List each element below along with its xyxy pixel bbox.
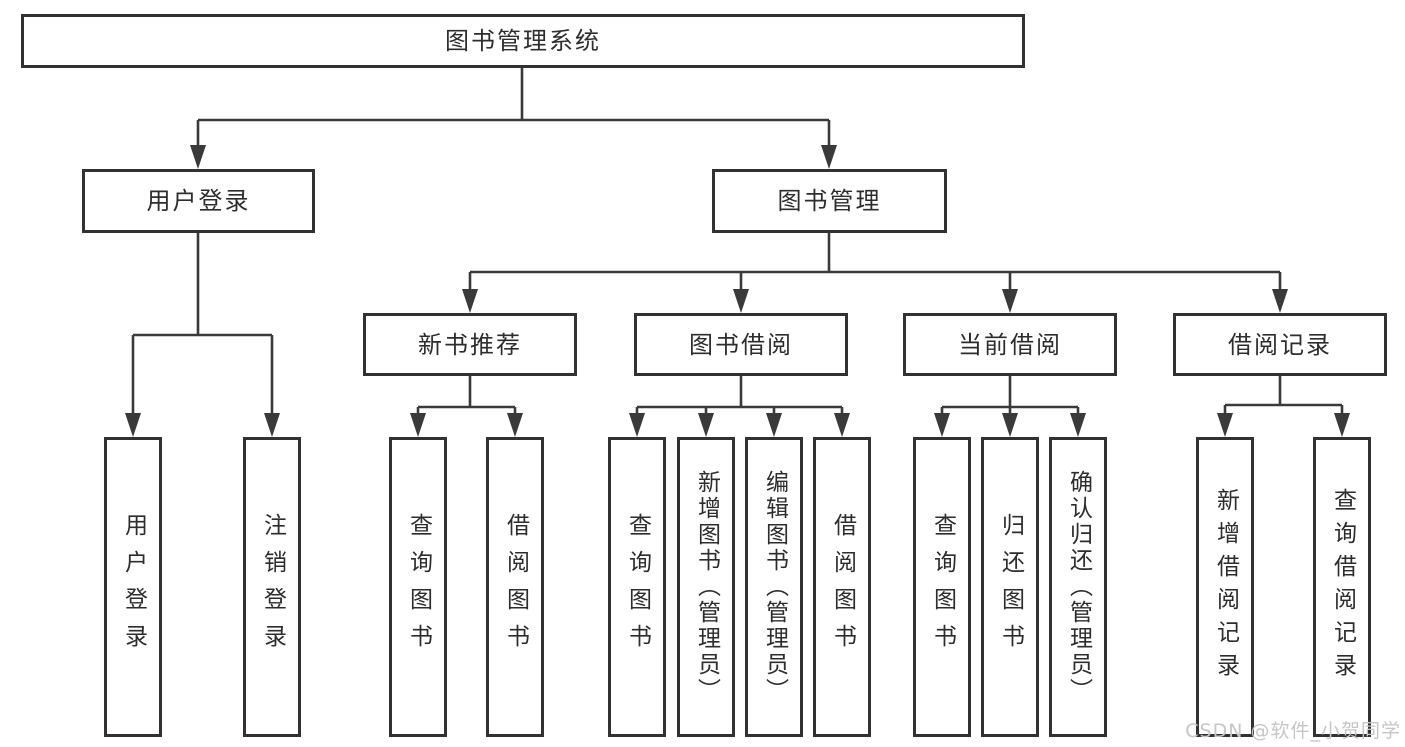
leaf-confirm-return-admin: 确认归还（管理员） xyxy=(1049,437,1107,737)
node-label: 当前借阅 xyxy=(958,330,1062,359)
leaf-label: 注销登录 xyxy=(259,513,286,661)
leaf-label: 查询图书 xyxy=(624,513,651,661)
node-library-management-system: 图书管理系统 xyxy=(21,14,1025,68)
node-label: 图书管理系统 xyxy=(445,27,601,55)
node-label: 新书推荐 xyxy=(418,330,522,359)
leaf-add-borrow-record: 新增借阅记录 xyxy=(1196,437,1254,737)
leaf-label: 借阅图书 xyxy=(502,513,529,661)
arrowheads xyxy=(125,145,1350,437)
leaf-edit-books-admin: 编辑图书（管理员） xyxy=(745,437,803,737)
node-book-management: 图书管理 xyxy=(712,169,947,233)
leaf-label: 借阅图书 xyxy=(829,513,856,661)
leaf-label: 新增借阅记录 xyxy=(1212,488,1239,686)
leaf-label: 新增图书（管理员） xyxy=(693,470,720,704)
leaf-label: 查询图书 xyxy=(405,513,432,661)
csdn-watermark: CSDN @软件_小贺同学 xyxy=(1185,720,1401,742)
node-label: 用户登录 xyxy=(146,187,251,215)
node-label: 借阅记录 xyxy=(1228,330,1332,359)
leaf-user-login: 用户登录 xyxy=(104,437,162,737)
leaf-label: 归还图书 xyxy=(997,513,1024,661)
leaf-query-borrow-record: 查询借阅记录 xyxy=(1313,437,1371,737)
leaf-add-books-admin: 新增图书（管理员） xyxy=(677,437,735,737)
leaf-label: 查询借阅记录 xyxy=(1329,488,1356,686)
node-book-borrowing: 图书借阅 xyxy=(634,313,848,376)
leaf-label: 确认归还（管理员） xyxy=(1065,470,1092,704)
node-label: 图书借阅 xyxy=(689,330,793,359)
leaf-label: 编辑图书（管理员） xyxy=(761,470,788,704)
leaf-borrow-books: 借阅图书 xyxy=(813,437,871,737)
leaf-logout: 注销登录 xyxy=(243,437,301,737)
node-label: 图书管理 xyxy=(777,187,882,215)
node-borrowing-records: 借阅记录 xyxy=(1173,313,1387,376)
leaf-label: 查询图书 xyxy=(929,513,956,661)
leaf-query-books-recommend: 查询图书 xyxy=(389,437,447,737)
leaf-return-books: 归还图书 xyxy=(981,437,1039,737)
node-current-borrowing: 当前借阅 xyxy=(903,313,1117,376)
leaf-query-books-current: 查询图书 xyxy=(913,437,971,737)
node-new-book-recommendation: 新书推荐 xyxy=(363,313,577,376)
leaf-borrow-books-recommend: 借阅图书 xyxy=(486,437,544,737)
leaf-query-books-borrow: 查询图书 xyxy=(608,437,666,737)
leaf-label: 用户登录 xyxy=(120,513,147,661)
node-user-login: 用户登录 xyxy=(82,169,315,233)
